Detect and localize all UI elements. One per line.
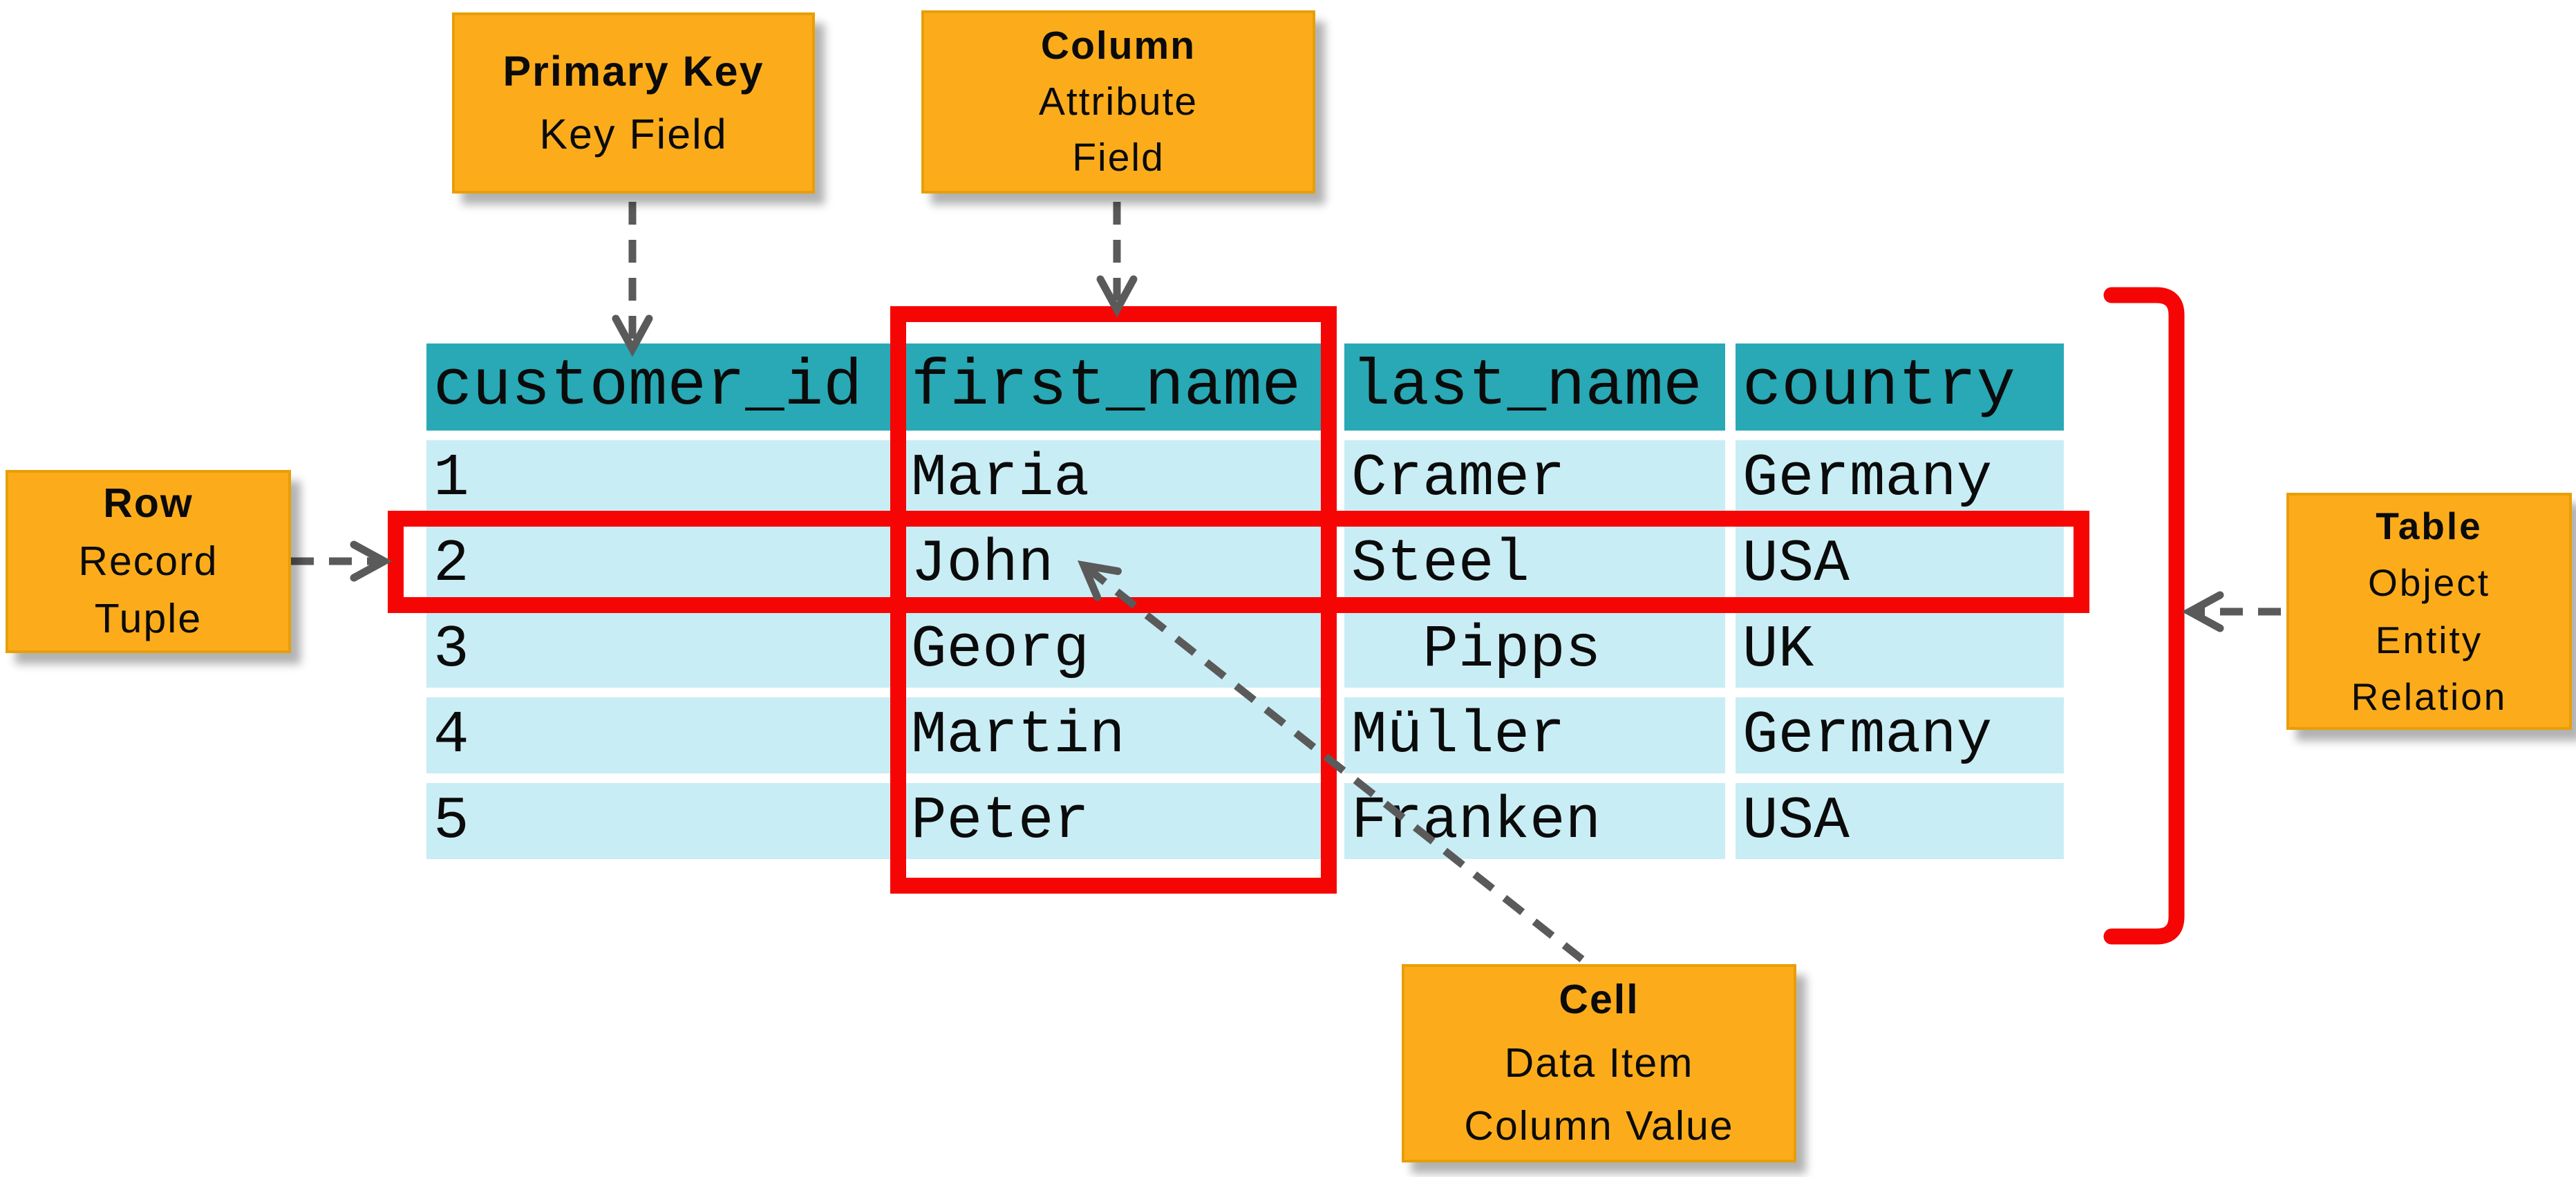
callout-column: Column Attribute Field <box>921 10 1315 194</box>
table-cell: Cramer <box>1344 440 1725 516</box>
callout-title: Column <box>1040 23 1196 68</box>
callout-line: Object <box>2368 561 2490 604</box>
row-highlight-box <box>388 511 2089 613</box>
customers-table: customer_id first_name last_name country… <box>426 343 2064 859</box>
column-header-country: country <box>1736 343 2064 431</box>
callout-title: Table <box>2376 504 2483 547</box>
table-cell: Maria <box>904 440 1334 516</box>
table-cell: Pipps <box>1344 612 1725 688</box>
table-cell: Germany <box>1736 440 2064 516</box>
callout-line: Column Value <box>1464 1103 1734 1149</box>
callout-title: Primary Key <box>502 47 764 95</box>
table-cell: Georg <box>904 612 1334 688</box>
table-cell: Martin <box>904 697 1334 773</box>
callout-title: Row <box>103 480 194 526</box>
table-cell: Franken <box>1344 783 1725 859</box>
table-cell: USA <box>1736 526 2064 602</box>
table-cell: 4 <box>426 697 894 773</box>
callout-line: Entity <box>2375 618 2483 661</box>
callout-row: Row Record Tuple <box>6 470 291 653</box>
callout-table: Table Object Entity Relation <box>2286 493 2572 730</box>
table-cell: USA <box>1736 783 2064 859</box>
callout-line: Data Item <box>1504 1039 1694 1086</box>
table-cell: 2 <box>426 526 894 602</box>
table-cell: UK <box>1736 612 2064 688</box>
table-cell: Peter <box>904 783 1334 859</box>
table-cell: Steel <box>1344 526 1725 602</box>
callout-line: Key Field <box>539 111 728 158</box>
callout-title: Cell <box>1559 977 1639 1023</box>
table-cell: Müller <box>1344 697 1725 773</box>
callout-line: Field <box>1072 135 1165 180</box>
callout-line: Relation <box>2351 675 2508 718</box>
callout-line: Attribute <box>1038 79 1198 124</box>
column-header-customer-id: customer_id <box>426 343 894 431</box>
table-cell: Germany <box>1736 697 2064 773</box>
callout-line: Tuple <box>94 596 203 642</box>
callout-cell: Cell Data Item Column Value <box>1402 964 1796 1162</box>
table-cell: 1 <box>426 440 894 516</box>
table-bracket <box>2103 287 2185 945</box>
column-header-last-name: last_name <box>1344 343 1725 431</box>
arrow-cell <box>1077 560 1585 963</box>
callout-primary-key: Primary Key Key Field <box>452 12 815 194</box>
table-cell: 3 <box>426 612 894 688</box>
column-header-first-name: first_name <box>904 343 1334 431</box>
table-cell: 5 <box>426 783 894 859</box>
callout-line: Record <box>78 538 218 584</box>
